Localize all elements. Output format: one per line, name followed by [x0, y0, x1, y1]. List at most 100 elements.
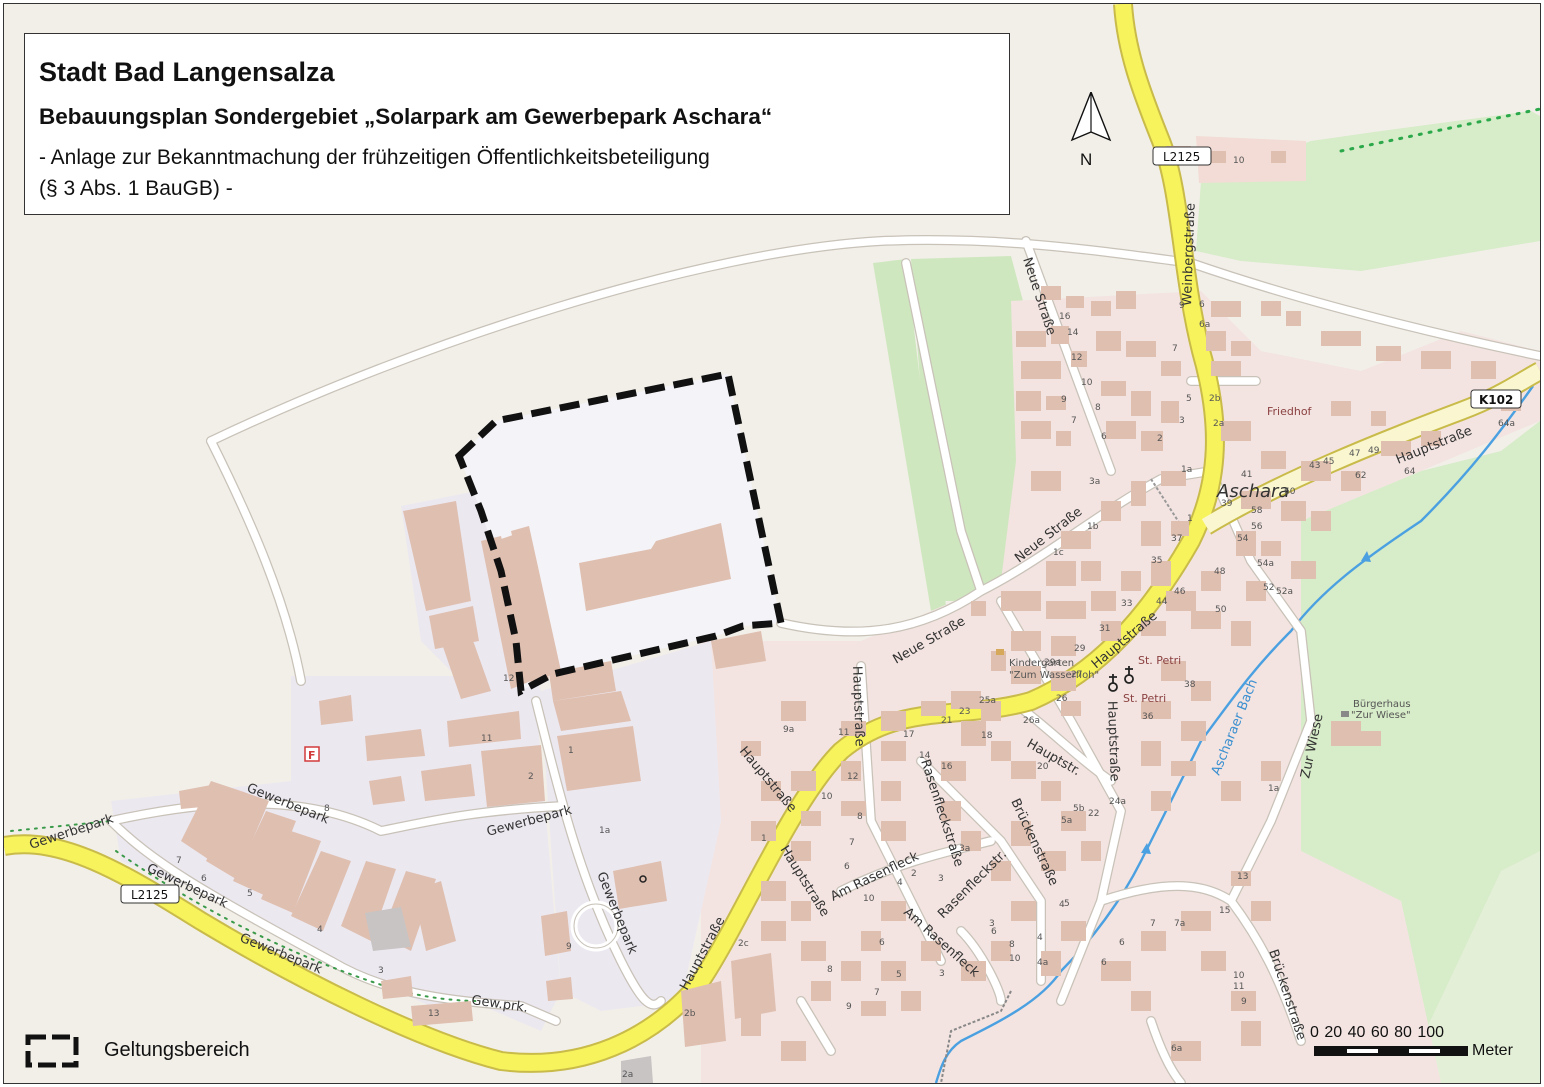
place-label-aschara: Aschara	[1216, 481, 1289, 502]
map-canvas[interactable]: Weinbergstraße Neue Straße Neue Straße N…	[4, 4, 1540, 1083]
house-number: 18	[981, 731, 993, 741]
house-number: 2	[911, 869, 917, 879]
road-shield-k102: K102	[1470, 389, 1522, 409]
poi-marker-icon	[639, 875, 647, 883]
house-number: 37	[1171, 534, 1182, 544]
house-number: 5	[1064, 899, 1070, 909]
poi-label-st-petri: St. Petri	[1138, 654, 1181, 667]
house-number: 47	[1349, 449, 1360, 459]
house-number: 10	[863, 894, 875, 904]
house-number: 3	[1179, 416, 1185, 426]
industrial-area	[291, 676, 561, 1031]
street-label-hauptstrasse: Hauptstraße	[849, 666, 867, 747]
house-number: 23	[959, 707, 970, 717]
house-number: 14	[919, 751, 931, 761]
house-number: 3	[378, 966, 384, 976]
poi-label-buergerhaus-name: "Zur Wiese"	[1351, 710, 1411, 721]
north-label: N	[1080, 150, 1093, 169]
house-number: 27	[1071, 670, 1082, 680]
plan-boundary-geltungsbereich[interactable]	[454, 369, 786, 697]
house-number: 7	[874, 988, 880, 998]
north-arrow-icon	[1070, 92, 1112, 142]
house-number: 64a	[1498, 419, 1515, 429]
house-number: 11	[1233, 982, 1244, 992]
house-number: 29a	[1044, 658, 1061, 668]
house-number: 43	[1309, 461, 1320, 471]
house-number: 62	[1355, 471, 1366, 481]
house-number: 11	[481, 734, 492, 744]
house-number: 3a	[959, 844, 970, 854]
house-number: 12	[847, 772, 858, 782]
house-number: 44	[1156, 597, 1168, 607]
buildings	[179, 146, 1521, 1083]
house-number: 10	[1009, 954, 1021, 964]
house-number: 11	[838, 728, 849, 738]
title-city: Stadt Bad Langensalza	[39, 57, 335, 87]
house-number: 52a	[1276, 587, 1293, 597]
legend-dashed-boundary-icon	[25, 1034, 79, 1068]
poi-label-kindergarten: Kindergarten	[1009, 658, 1074, 669]
legend-label: Geltungsbereich	[104, 1039, 250, 1061]
house-number: 2	[528, 772, 534, 782]
house-number: 2c	[738, 939, 749, 949]
house-number: 8	[1095, 403, 1101, 413]
house-number: 10	[1233, 971, 1245, 981]
house-number: 6a	[1171, 1044, 1182, 1054]
house-number: 6	[1101, 432, 1107, 442]
house-number: 5	[247, 889, 253, 899]
house-number: 2b	[1209, 394, 1221, 404]
house-number: 8	[827, 965, 833, 975]
house-number: 3	[939, 969, 945, 979]
house-number: 13	[1237, 872, 1248, 882]
house-number: 1	[568, 746, 574, 756]
fire-station-icon: F	[304, 746, 320, 762]
street-label-weinbergstrasse: Weinbergstraße	[1180, 203, 1199, 306]
house-number: 2b	[684, 1009, 696, 1019]
house-number: 4	[1059, 900, 1065, 910]
house-number: 24a	[1109, 797, 1126, 807]
house-number: 6	[1119, 938, 1125, 948]
house-number: 6	[879, 938, 885, 948]
house-number: 46	[1174, 587, 1186, 597]
boundary-line	[10, 820, 112, 832]
svg-text:F: F	[308, 749, 316, 762]
house-number: 1a	[1268, 784, 1279, 794]
forest-area	[873, 259, 946, 611]
house-number: 64	[1404, 467, 1416, 477]
scale-unit-label: Meter	[1472, 1042, 1513, 1059]
house-number: 58	[1251, 506, 1263, 516]
house-number: 16	[941, 762, 953, 772]
house-number: 39	[1221, 499, 1233, 509]
house-number: 17	[903, 730, 914, 740]
house-number: 8	[857, 812, 863, 822]
house-number: 6	[844, 862, 850, 872]
house-number: 7	[176, 856, 182, 866]
house-number: 7	[1172, 344, 1178, 354]
house-number: 54	[1237, 534, 1249, 544]
house-number: 6	[1101, 958, 1107, 968]
house-number: 48	[1214, 567, 1226, 577]
house-number: 9	[566, 942, 572, 952]
poi-label-kindergarten-name: "Zum Wasserfloh"	[1009, 670, 1099, 681]
house-number: 16	[1059, 312, 1071, 322]
title-subtitle-cont: (§ 3 Abs. 1 BauGB) -	[39, 177, 233, 200]
house-number: 9	[1061, 395, 1067, 405]
house-number: 7a	[1174, 919, 1185, 929]
house-number: 5a	[1061, 816, 1072, 826]
house-number: 9a	[783, 725, 794, 735]
poi-label-friedhof: Friedhof	[1267, 405, 1313, 418]
house-number: 38	[1184, 680, 1196, 690]
house-number: 1b	[1087, 522, 1099, 532]
footpath	[940, 990, 1012, 1083]
house-number: 10	[821, 792, 833, 802]
title-plan: Bebauungsplan Sondergebiet „Solarpark am…	[39, 104, 773, 129]
house-number: 10	[1233, 156, 1245, 166]
house-number: 15	[1219, 906, 1230, 916]
house-number: 6	[991, 927, 997, 937]
house-number: 5	[896, 970, 902, 980]
svg-text:L2125: L2125	[1163, 150, 1200, 164]
title-box: Stadt Bad Langensalza Bebauungsplan Sond…	[24, 33, 1010, 215]
house-number: 36	[1142, 712, 1154, 722]
house-number: 52	[1263, 583, 1274, 593]
house-number: 35	[1151, 556, 1162, 566]
